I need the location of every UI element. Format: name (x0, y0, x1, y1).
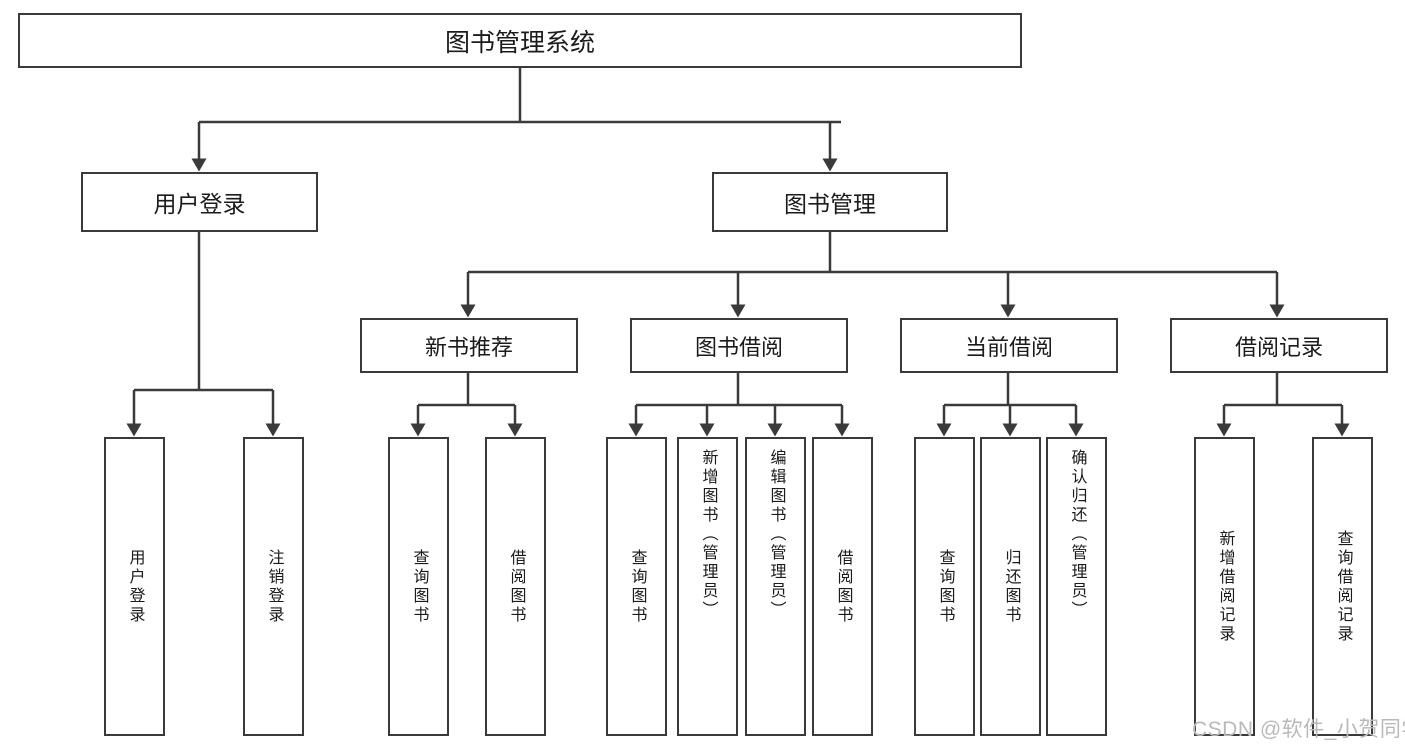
node-leaf-add-record-label: 新增借阅记录 (1216, 529, 1234, 644)
node-leaf-query-book-2-label: 查询图书 (628, 548, 646, 625)
node-book-manage-label: 图书管理 (784, 191, 876, 217)
node-new-book-rec-label: 新书推荐 (424, 334, 513, 360)
node-leaf-query-book-3-label: 查询图书 (936, 548, 954, 625)
node-leaf-add-book-label: 新增图书（管理员） (699, 449, 717, 620)
node-leaf-user-login[interactable]: 用户登录 (104, 437, 165, 736)
node-root-label: 图书管理系统 (444, 28, 595, 57)
node-leaf-add-book[interactable]: 新增图书（管理员） (677, 437, 738, 736)
node-leaf-query-book-3[interactable]: 查询图书 (914, 437, 975, 736)
node-leaf-borrow-book-1[interactable]: 借阅图书 (485, 437, 546, 736)
node-leaf-query-book-1-label: 查询图书 (410, 548, 428, 625)
node-leaf-logout-label: 注销登录 (265, 548, 283, 625)
node-current-borrow-label: 当前借阅 (964, 334, 1053, 360)
node-leaf-edit-book-label: 编辑图书（管理员） (767, 449, 785, 620)
node-leaf-borrow-book-2[interactable]: 借阅图书 (812, 437, 873, 736)
node-book-manage[interactable]: 图书管理 (712, 172, 948, 232)
node-leaf-borrow-book-1-label: 借阅图书 (507, 548, 525, 625)
node-leaf-confirm-return-label: 确认归还（管理员） (1068, 449, 1086, 620)
node-book-borrow[interactable]: 图书借阅 (630, 318, 848, 373)
node-leaf-borrow-book-2-label: 借阅图书 (834, 548, 852, 625)
node-current-borrow[interactable]: 当前借阅 (900, 318, 1118, 373)
node-leaf-user-login-label: 用户登录 (126, 548, 144, 625)
node-user-login-label: 用户登录 (153, 191, 246, 217)
node-root[interactable]: 图书管理系统 (18, 13, 1022, 68)
node-leaf-logout[interactable]: 注销登录 (243, 437, 304, 736)
node-borrow-record[interactable]: 借阅记录 (1170, 318, 1388, 373)
node-leaf-return-book[interactable]: 归还图书 (980, 437, 1041, 736)
node-leaf-query-record[interactable]: 查询借阅记录 (1312, 437, 1373, 736)
node-leaf-confirm-return[interactable]: 确认归还（管理员） (1046, 437, 1107, 736)
node-leaf-query-record-label: 查询借阅记录 (1334, 529, 1352, 644)
node-leaf-edit-book[interactable]: 编辑图书（管理员） (745, 437, 806, 736)
csdn-watermark: CSDN @软件_小贺同学 (1192, 718, 1405, 741)
node-borrow-record-label: 借阅记录 (1234, 334, 1323, 360)
node-leaf-add-record[interactable]: 新增借阅记录 (1194, 437, 1255, 736)
node-leaf-query-book-1[interactable]: 查询图书 (388, 437, 449, 736)
node-user-login[interactable]: 用户登录 (81, 172, 318, 232)
node-leaf-query-book-2[interactable]: 查询图书 (606, 437, 667, 736)
node-book-borrow-label: 图书借阅 (694, 334, 783, 360)
node-leaf-return-book-label: 归还图书 (1002, 548, 1020, 625)
node-new-book-rec[interactable]: 新书推荐 (360, 318, 578, 373)
